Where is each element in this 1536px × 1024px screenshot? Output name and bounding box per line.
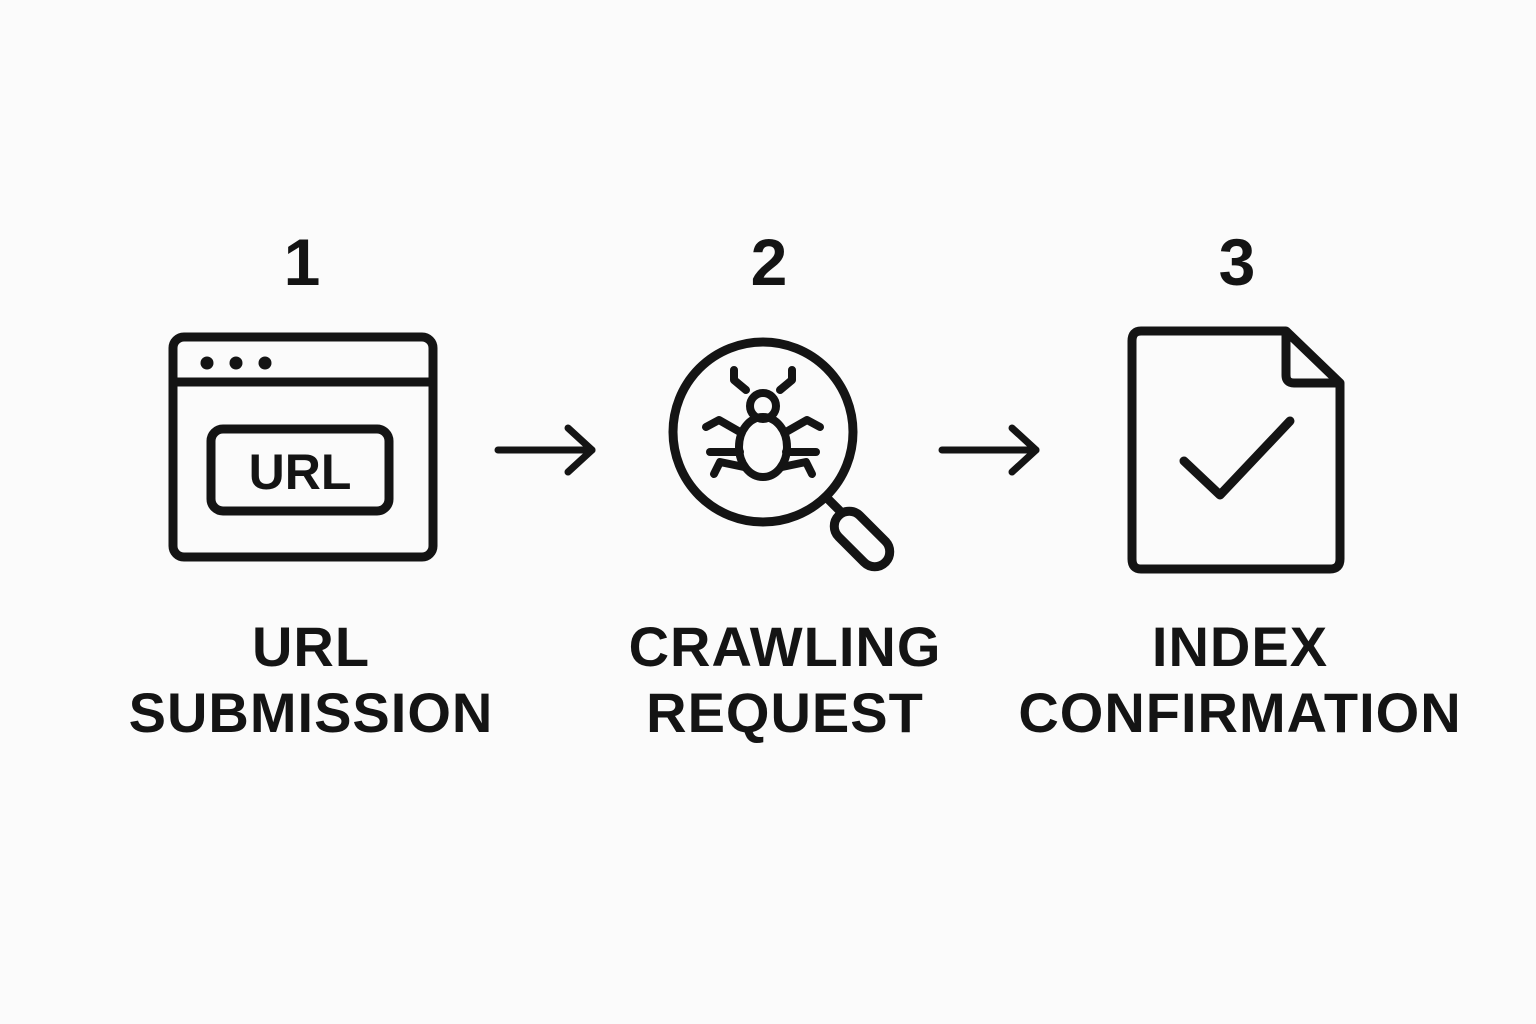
- step-3-label-line2: CONFIRMATION: [1018, 681, 1462, 744]
- step-1-number: 1: [283, 225, 321, 299]
- step-2-number: 2: [750, 225, 788, 299]
- step-3-label-line1: INDEX: [1151, 615, 1329, 678]
- step-2-label-line2: REQUEST: [646, 681, 924, 744]
- right-arrow-icon: [938, 424, 1044, 481]
- step-2-label-line1: CRAWLING: [628, 615, 942, 678]
- url-field-text: URL: [249, 444, 352, 500]
- step-3-label: INDEX CONFIRMATION: [1010, 614, 1470, 746]
- step-3-number: 3: [1218, 225, 1256, 299]
- browser-url-icon: URL: [168, 332, 438, 562]
- step-1-label: URL SUBMISSION: [81, 614, 541, 746]
- step-1-label-line2: SUBMISSION: [128, 681, 494, 744]
- document-check-icon: [1126, 325, 1348, 577]
- step-1-label-line1: URL: [251, 615, 371, 678]
- bug-magnifier-icon: [664, 332, 900, 576]
- right-arrow-icon: [494, 424, 600, 481]
- step-2-label: CRAWLING REQUEST: [555, 614, 1015, 746]
